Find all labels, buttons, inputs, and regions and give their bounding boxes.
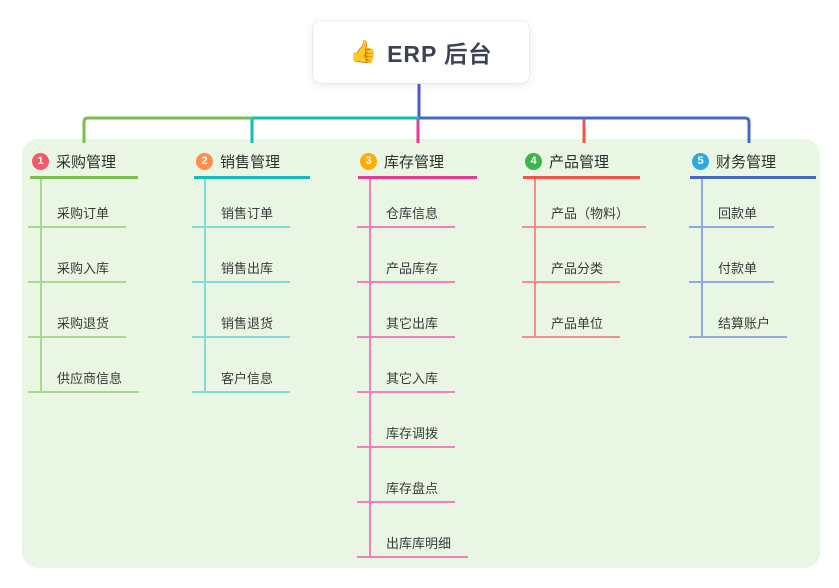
branch-item[interactable]: 其它入库 [357, 366, 455, 393]
branch-number-badge: 2 [196, 152, 213, 170]
branch-item-label: 结算账户 [718, 316, 771, 331]
branch-number-badge: 3 [360, 152, 377, 170]
branch-spine-line [534, 179, 536, 338]
branch-label: 销售管理 [220, 153, 281, 171]
branch-spine-line [701, 179, 703, 338]
branch-item[interactable]: 销售退货 [192, 311, 290, 338]
branch-number-badge: 1 [32, 152, 49, 170]
branch-spine-line [40, 179, 42, 393]
branch-item[interactable]: 采购入库 [28, 256, 126, 283]
branch-item[interactable]: 结算账户 [689, 311, 787, 338]
branch-item[interactable]: 采购退货 [28, 311, 126, 338]
branch-item-label: 销售订单 [221, 206, 274, 221]
branch-item-label: 产品（物料） [551, 206, 630, 221]
branch-item-label: 其它出库 [386, 316, 439, 331]
branch-spine-line [204, 179, 206, 393]
branch-item[interactable]: 产品单位 [522, 311, 620, 338]
branch-item[interactable]: 产品库存 [357, 256, 455, 283]
branch-item[interactable]: 回款单 [689, 201, 774, 228]
branch-item-label: 销售出库 [221, 261, 274, 276]
branch-item-label: 产品分类 [551, 261, 604, 276]
branch-header-3[interactable]: 3 库存管理 [358, 146, 477, 179]
branch-item-label: 库存调拨 [386, 426, 439, 441]
branch-item-label: 产品库存 [386, 261, 439, 276]
branch-item[interactable]: 产品（物料） [522, 201, 646, 228]
branch-item[interactable]: 库存盘点 [357, 476, 455, 503]
branch-label: 采购管理 [56, 153, 117, 171]
branch-item-label: 仓库信息 [386, 206, 439, 221]
branch-header-2[interactable]: 2 销售管理 [194, 146, 310, 179]
branch-item-label: 采购退货 [57, 316, 110, 331]
branch-number-badge: 4 [525, 152, 542, 170]
branch-item[interactable]: 库存调拨 [357, 421, 455, 448]
branch-item[interactable]: 供应商信息 [28, 366, 139, 393]
branch-item-label: 库存盘点 [386, 481, 439, 496]
branch-header-4[interactable]: 4 产品管理 [523, 146, 640, 179]
branch-item[interactable]: 仓库信息 [357, 201, 455, 228]
branch-item[interactable]: 客户信息 [192, 366, 290, 393]
branch-item-label: 供应商信息 [57, 371, 123, 386]
branch-item-label: 销售退货 [221, 316, 274, 331]
branch-item[interactable]: 销售订单 [192, 201, 290, 228]
branch-item[interactable]: 采购订单 [28, 201, 126, 228]
branch-label: 产品管理 [549, 153, 610, 171]
branch-header-1[interactable]: 1 采购管理 [30, 146, 138, 179]
branch-label: 财务管理 [716, 153, 777, 171]
branch-number-badge: 5 [692, 152, 709, 170]
branch-label: 库存管理 [384, 153, 445, 171]
thumbs-up-icon: 👍 [349, 39, 379, 64]
branch-header-5[interactable]: 5 财务管理 [690, 146, 816, 179]
branch-item[interactable]: 付款单 [689, 256, 774, 283]
branch-item-label: 回款单 [718, 206, 758, 221]
branch-item[interactable]: 销售出库 [192, 256, 290, 283]
branch-item-label: 出库库明细 [386, 536, 452, 551]
branch-item-label: 付款单 [718, 261, 758, 276]
branch-spine-line [369, 179, 371, 558]
branch-item-label: 其它入库 [386, 371, 439, 386]
root-title: ERP 后台 [387, 41, 493, 67]
branch-item-label: 产品单位 [551, 316, 604, 331]
branch-item-label: 采购入库 [57, 261, 110, 276]
branch-item[interactable]: 产品分类 [522, 256, 620, 283]
branch-item[interactable]: 其它出库 [357, 311, 455, 338]
branch-item-label: 客户信息 [221, 371, 274, 386]
branch-item-label: 采购订单 [57, 206, 110, 221]
root-node[interactable]: 👍 ERP 后台 [313, 21, 529, 83]
branch-item[interactable]: 出库库明细 [357, 531, 468, 558]
branches-panel [22, 139, 820, 568]
